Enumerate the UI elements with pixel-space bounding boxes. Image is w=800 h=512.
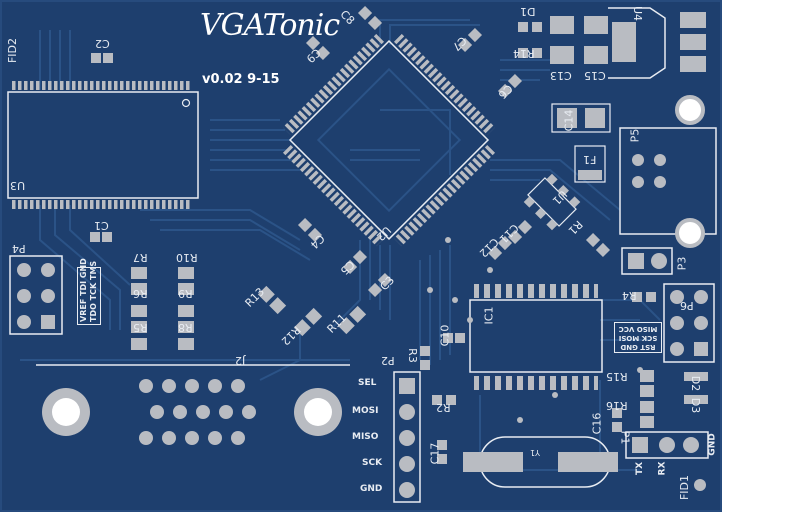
fid1-marker [694,479,706,491]
label-c15: C15 [584,69,606,82]
label-c1: C1 [94,219,109,232]
u4-footprint [608,7,706,79]
label-p1-designator: P1 [618,430,632,445]
board-title: VGATonic [200,8,340,43]
f1-pads [574,145,606,183]
label-c2: C2 [95,37,110,50]
label-r9: R9 [178,287,193,300]
label-c13: C13 [550,69,572,82]
label-u3: U3 [10,179,26,192]
p1-pin-tx: TX [635,461,646,476]
label-c16: C16 [590,412,604,435]
label-fid2: FID2 [6,37,20,64]
label-r3: R3 [405,348,419,363]
label-c14: C14 [562,109,576,132]
jtag-pin-label: VREF TDI GND TDO TCK TMS [77,258,101,325]
label-c10: C10 [438,324,452,347]
p1-pin-gnd: GND [707,433,718,456]
p6-header [663,283,715,363]
label-d1: D1 [520,5,536,18]
label-p2: P2 [381,354,395,367]
p2-pin-sel: SEL [358,378,377,388]
label-r16: R16 [606,399,628,412]
p2-pin-mosi: MOSI [352,406,379,416]
pcb-artwork [0,0,722,512]
c13-c15-pads [550,16,608,64]
board-version: v0.02 9-15 [202,72,280,87]
c14-pads [551,103,611,133]
isp-pin-label: RST GND SCK MOSI MISO VCC [614,322,662,353]
p2-pin-miso: MISO [352,432,379,442]
label-r7: R7 [133,251,148,264]
traces [20,19,661,471]
label-p6: P6 [680,299,694,312]
label-r2: R2 [436,401,451,414]
u3-footprint [7,81,199,209]
label-r4: R4 [622,289,637,302]
label-r10: R10 [176,251,198,264]
label-f1: F1 [583,153,597,166]
ic1-footprint [469,284,603,390]
jtag-label-line2: TDO TCK TMS [89,260,98,322]
label-u4: U4 [631,5,645,22]
p2-pin-sck: SCK [362,458,383,468]
label-r14: R14 [513,47,535,60]
label-p4: P4 [12,242,26,255]
pcb-board: VGATonic v0.02 9-15 FID2 C2 U3 C1 P4 R7 … [0,0,722,512]
isp-label-line3: MISO VCC [618,325,658,333]
isp-label-line2: SCK MOSI [618,334,658,342]
label-d2: D2 [689,375,703,392]
label-c17: C17 [428,442,442,465]
vias [427,237,643,423]
p1-pin-rx: RX [657,461,668,476]
label-j2: J2 [235,354,246,367]
y1-footprint [463,436,618,488]
passive-pads [90,22,708,464]
u2-footprint [282,33,496,247]
p3-header [621,247,673,275]
label-d3: D3 [689,397,703,414]
label-y1: Y1 [530,448,540,457]
label-p3: P3 [675,256,689,271]
j2-vga-connector [36,364,350,445]
p4-header [9,255,63,335]
p5-connector [619,95,717,248]
p1-header [625,431,709,459]
label-r8: R8 [178,321,193,334]
isp-label-line1: RST GND [620,343,656,351]
label-r5: R5 [133,321,148,334]
label-p5: P5 [628,128,642,143]
jtag-label-line1: VREF TDI GND [79,258,88,322]
label-r15: R15 [606,370,628,383]
label-r6: R6 [133,287,148,300]
label-ic1: IC1 [482,306,496,325]
p2-header [393,371,421,503]
p2-pin-gnd: GND [360,484,383,494]
label-fid1: FID1 [678,474,692,501]
